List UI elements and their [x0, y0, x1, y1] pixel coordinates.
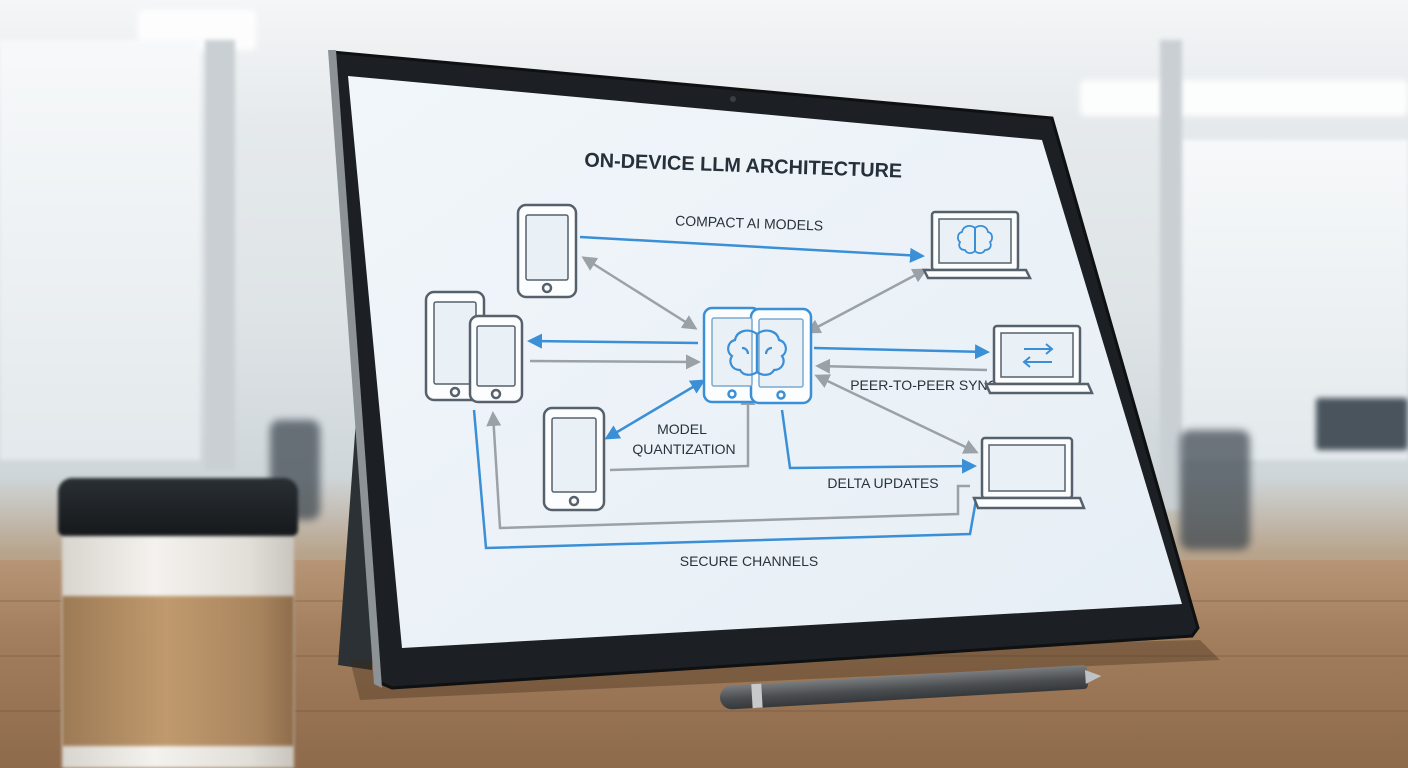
stylus-tip: [1084, 669, 1102, 684]
arrow-laptop-hub: [805, 268, 928, 334]
sync-arrows-icon: [1022, 343, 1054, 368]
ceiling-light: [1080, 80, 1408, 116]
arrow-hub-phones: [527, 333, 699, 349]
arrow-secure-channels: [472, 409, 978, 550]
phone-icon: [542, 406, 606, 512]
compact-models-label: COMPACT AI MODELS: [675, 212, 824, 233]
tablet-edge: [328, 50, 382, 688]
arrow-laptop-bottom-hub: [814, 374, 979, 454]
phone-icon: [468, 314, 524, 404]
arrow-delta-updates: [780, 409, 977, 474]
office-pillar: [1160, 40, 1182, 510]
office-window: [0, 40, 200, 460]
arrow-peer-sync-in: [815, 358, 988, 374]
arrow-quantization-loop: [609, 390, 756, 472]
arrow-return-gray: [486, 411, 970, 530]
model-quantization-label-2: QUANTIZATION: [632, 441, 735, 457]
secure-channels-label: SECURE CHANNELS: [680, 553, 818, 569]
coffee-cup-lid: [58, 478, 298, 536]
background-monitor: [1316, 398, 1408, 450]
diagram-arrows: [472, 235, 990, 550]
laptop-icon: [984, 324, 1094, 395]
office-pillar: [205, 40, 235, 470]
arrow-phone-hub: [581, 256, 698, 330]
arrow-quantization: [604, 379, 706, 440]
phone-icon: [516, 203, 578, 299]
coffee-cup-sleeve: [62, 596, 294, 746]
front-camera: [730, 96, 736, 102]
peer-sync-label: PEER-TO-PEER SYNC: [850, 377, 998, 393]
delta-updates-label: DELTA UPDATES: [827, 475, 938, 491]
model-quantization-label-1: MODEL: [657, 421, 707, 437]
arrow-peer-sync-out: [813, 344, 990, 360]
background-chair: [1180, 430, 1250, 550]
arrow-phones-hub: [529, 354, 701, 370]
laptop-icon: [921, 210, 1033, 280]
brain-icon: [727, 329, 787, 376]
arrow-compact-models: [579, 235, 925, 263]
brain-icon: [957, 225, 993, 255]
stylus-band: [751, 683, 763, 709]
laptop-icon: [972, 436, 1086, 510]
